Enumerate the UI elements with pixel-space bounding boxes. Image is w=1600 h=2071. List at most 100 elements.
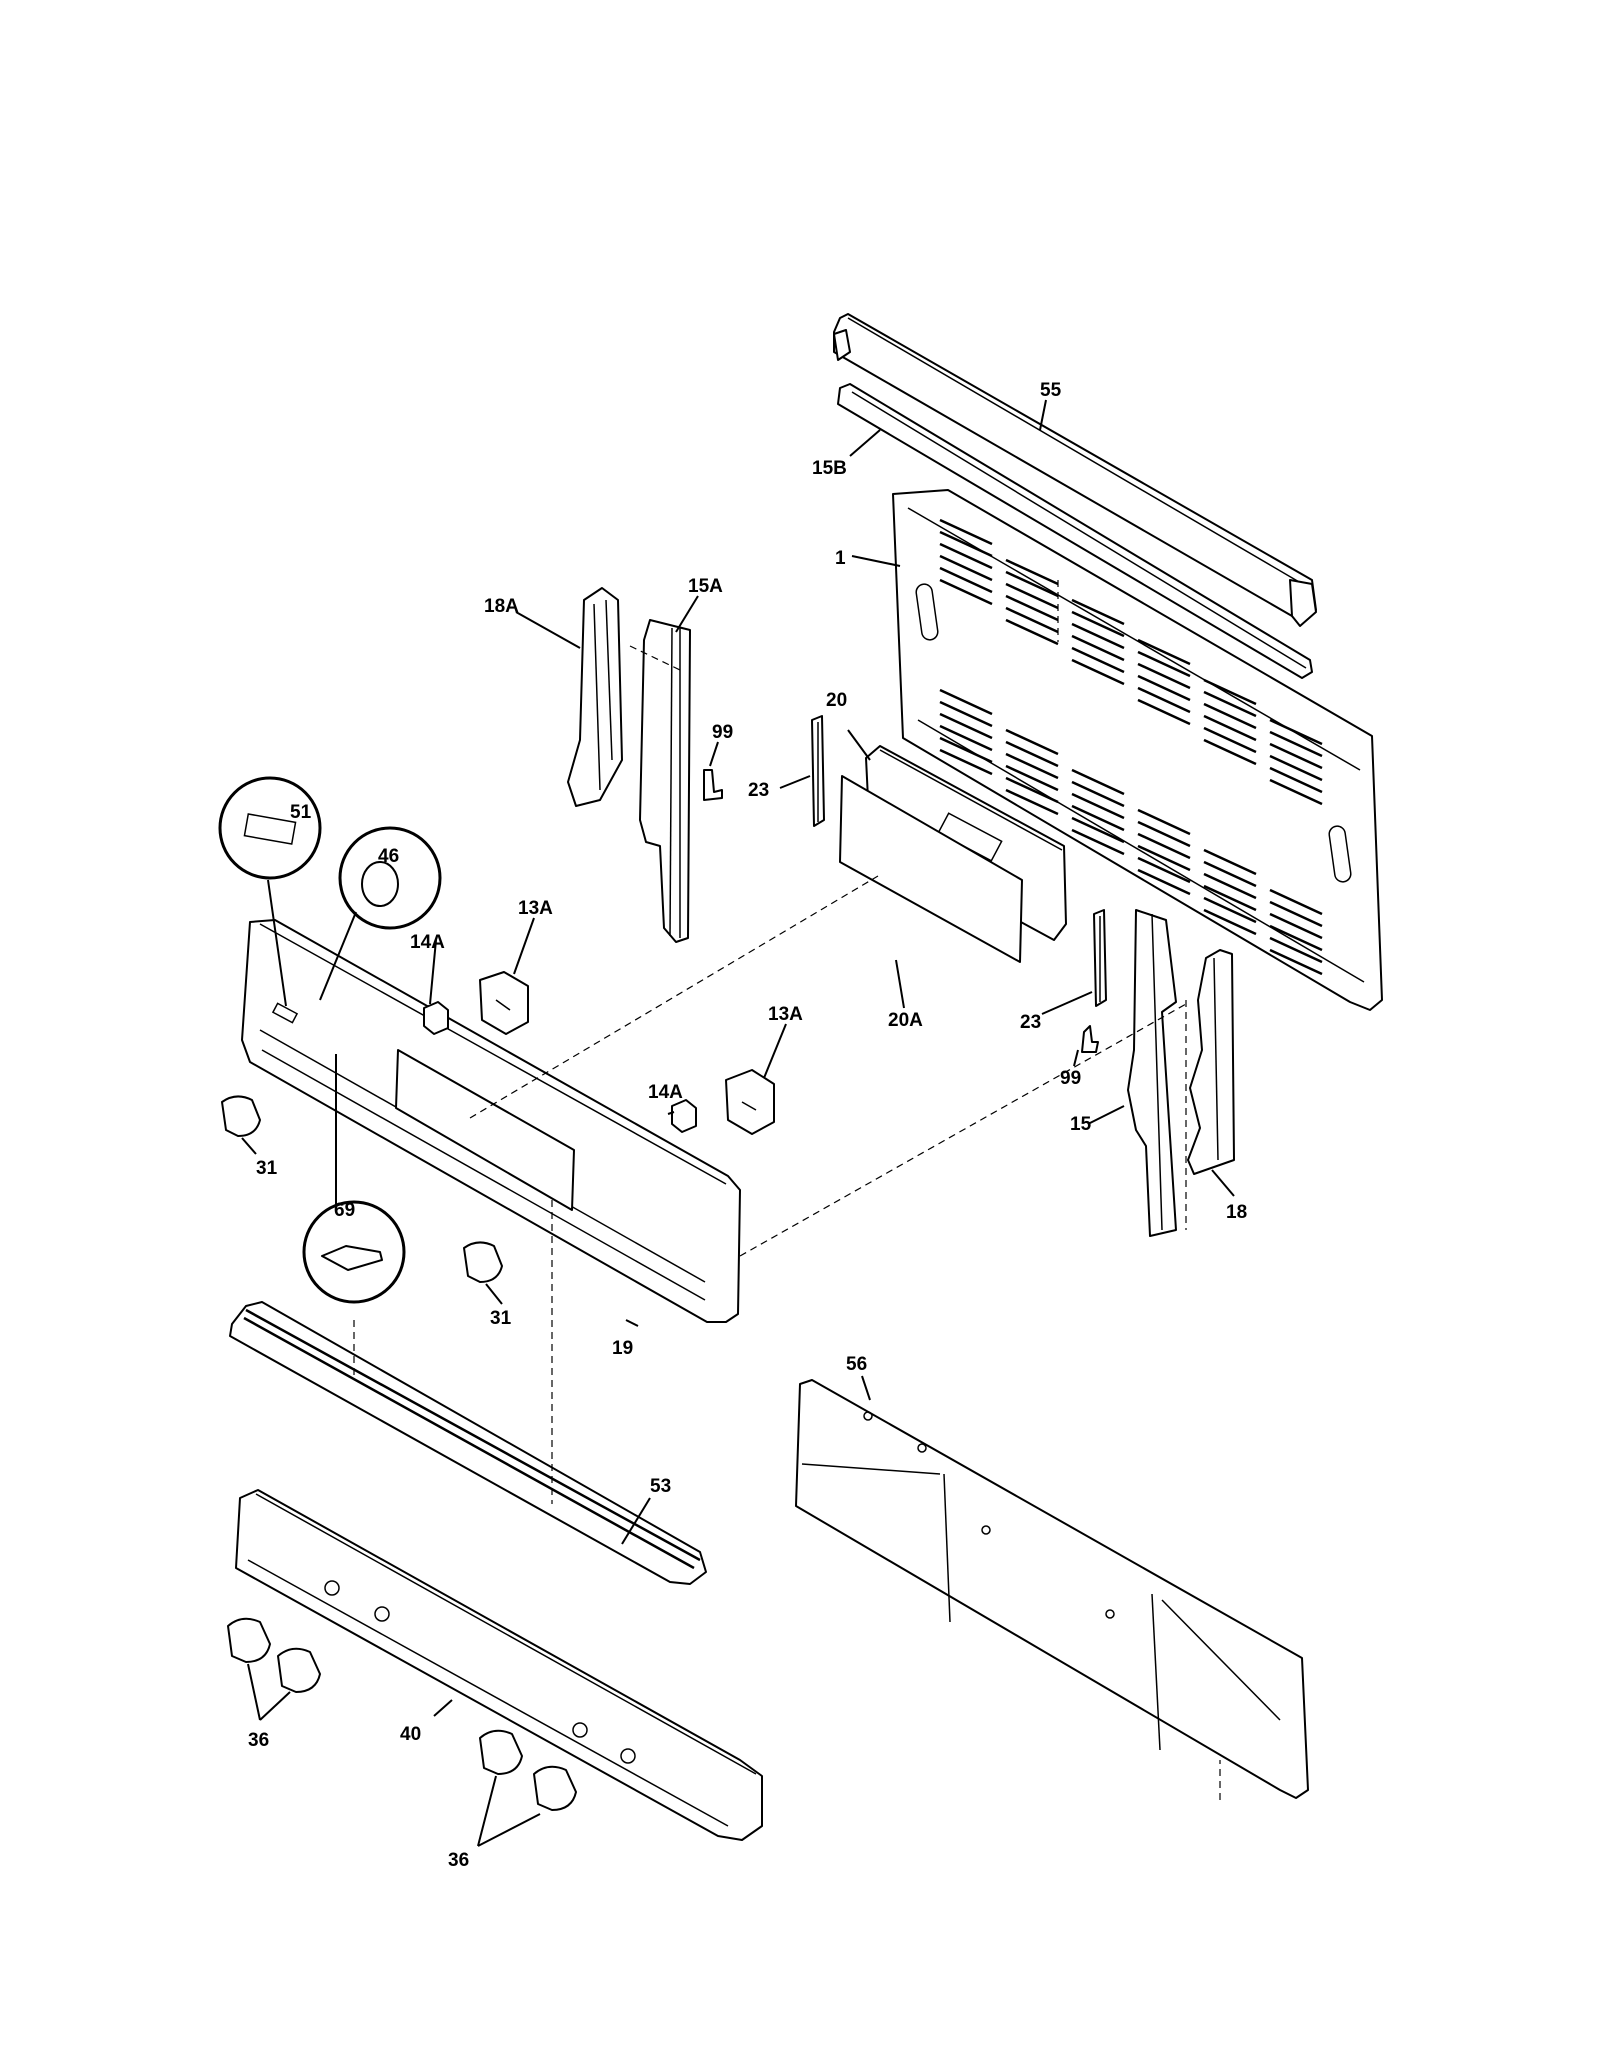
part-19-control-panel[interactable] — [241, 919, 741, 1323]
part-53-trim-strip[interactable] — [229, 1301, 707, 1585]
part-18A-side-bracket[interactable] — [567, 587, 623, 807]
part-14A-switch-lower[interactable] — [671, 1099, 697, 1133]
vent-slot — [939, 712, 993, 740]
vent-slot — [1137, 820, 1191, 848]
part-23-bracket-upper[interactable] — [811, 715, 825, 827]
label-19: 19 — [612, 1338, 633, 1359]
vent-slot — [1269, 718, 1323, 746]
vent-slot — [1005, 740, 1059, 768]
vent-slot — [1005, 606, 1059, 634]
part-1-back-panel[interactable] — [892, 489, 1383, 1011]
label-46: 46 — [378, 846, 399, 867]
vent-slot — [939, 554, 993, 582]
vent-slot — [1071, 598, 1125, 626]
part-15A-vertical-rail[interactable] — [639, 619, 691, 943]
vent-slot — [1137, 662, 1191, 690]
part-15B-trim-strip[interactable] — [837, 383, 1313, 679]
part-99-clip-lower[interactable] — [1081, 1025, 1099, 1053]
vent-slot — [1203, 690, 1257, 718]
part-36-knobs-right[interactable] — [479, 1729, 577, 1811]
part-31-knob-left[interactable] — [221, 1095, 261, 1137]
vent-slot — [1203, 738, 1257, 766]
vent-slot — [939, 748, 993, 776]
label-69: 69 — [334, 1200, 355, 1221]
vent-slot — [1071, 816, 1125, 844]
vent-slot — [1137, 868, 1191, 896]
part-14A-switch-upper[interactable] — [423, 1001, 449, 1035]
label-23-lower: 23 — [1020, 1012, 1041, 1033]
label-18A: 18A — [484, 596, 519, 617]
label-14A-lower: 14A — [648, 1082, 683, 1103]
vent-slot — [1269, 948, 1323, 976]
part-13A-switch-upper[interactable] — [479, 971, 529, 1035]
vent-slot — [1137, 686, 1191, 714]
label-15B: 15B — [812, 458, 847, 479]
label-15: 15 — [1070, 1114, 1092, 1135]
vent-slot — [1137, 832, 1191, 860]
part-36-knobs-left[interactable] — [227, 1617, 321, 1693]
vent-slot — [1071, 804, 1125, 832]
label-99-lower: 99 — [1060, 1068, 1081, 1089]
vent-slot — [1005, 558, 1059, 586]
label-31-center: 31 — [490, 1308, 512, 1329]
part-20A-control-overlay[interactable] — [839, 775, 1023, 963]
label-40: 40 — [400, 1724, 421, 1745]
vent-slot — [1137, 674, 1191, 702]
leader-lines — [241, 399, 1235, 1847]
vent-slot — [1269, 754, 1323, 782]
vent-slot — [1005, 618, 1059, 646]
vent-slot — [1203, 848, 1257, 876]
vent-slot — [939, 566, 993, 594]
part-18-side-bracket[interactable] — [1187, 949, 1235, 1175]
vent-slot — [1203, 678, 1257, 706]
vent-slot — [1203, 860, 1257, 888]
detail-46-circle — [319, 826, 442, 1001]
part-labels: 55 15B 1 18A 15A 20 99 23 51 46 13A 14A … — [248, 380, 1247, 1871]
vent-slot — [1005, 764, 1059, 792]
vent-slot — [1269, 900, 1323, 928]
vent-slot — [1269, 888, 1323, 916]
part-23-bracket-lower[interactable] — [1093, 909, 1107, 1007]
vent-slot — [1005, 752, 1059, 780]
vent-slot — [1203, 726, 1257, 754]
part-31-knob-center[interactable] — [463, 1241, 503, 1283]
vent-slot — [1071, 634, 1125, 662]
vent-slot — [1005, 570, 1059, 598]
vent-slot — [1071, 792, 1125, 820]
vent-slot — [1005, 582, 1059, 610]
vent-slot — [1269, 924, 1323, 952]
label-51: 51 — [290, 802, 312, 823]
part-99-clip-upper[interactable] — [703, 769, 723, 801]
assembly-guide-lines — [353, 580, 1221, 1800]
part-40-console[interactable] — [235, 1489, 763, 1841]
vent-slot — [1071, 828, 1125, 856]
label-23-upper: 23 — [748, 780, 769, 801]
part-55-top-trim[interactable] — [833, 313, 1317, 627]
part-13A-switch-lower[interactable] — [725, 1069, 775, 1135]
vent-slot — [1203, 908, 1257, 936]
detail-51-circle — [218, 776, 322, 1007]
vent-slot — [1137, 844, 1191, 872]
vent-slot — [1269, 766, 1323, 794]
label-14A-upper: 14A — [410, 932, 445, 953]
vent-slot — [1005, 776, 1059, 804]
vent-slot — [1005, 594, 1059, 622]
vent-slot — [1137, 808, 1191, 836]
vent-slot — [1071, 610, 1125, 638]
part-56-lower-panel[interactable] — [795, 1379, 1309, 1799]
vent-slot — [1071, 768, 1125, 796]
vent-slot — [1269, 912, 1323, 940]
label-31-left: 31 — [256, 1158, 278, 1179]
label-55: 55 — [1040, 380, 1062, 401]
vent-slot — [1071, 622, 1125, 650]
label-20: 20 — [826, 690, 847, 711]
vent-slot — [1137, 650, 1191, 678]
label-53: 53 — [650, 1476, 671, 1497]
label-13A-lower: 13A — [768, 1004, 803, 1025]
vent-slot — [1203, 884, 1257, 912]
vent-slot — [939, 700, 993, 728]
part-15-vertical-rail[interactable] — [1127, 909, 1177, 1237]
label-36-right: 36 — [448, 1850, 469, 1871]
label-1: 1 — [835, 548, 846, 569]
